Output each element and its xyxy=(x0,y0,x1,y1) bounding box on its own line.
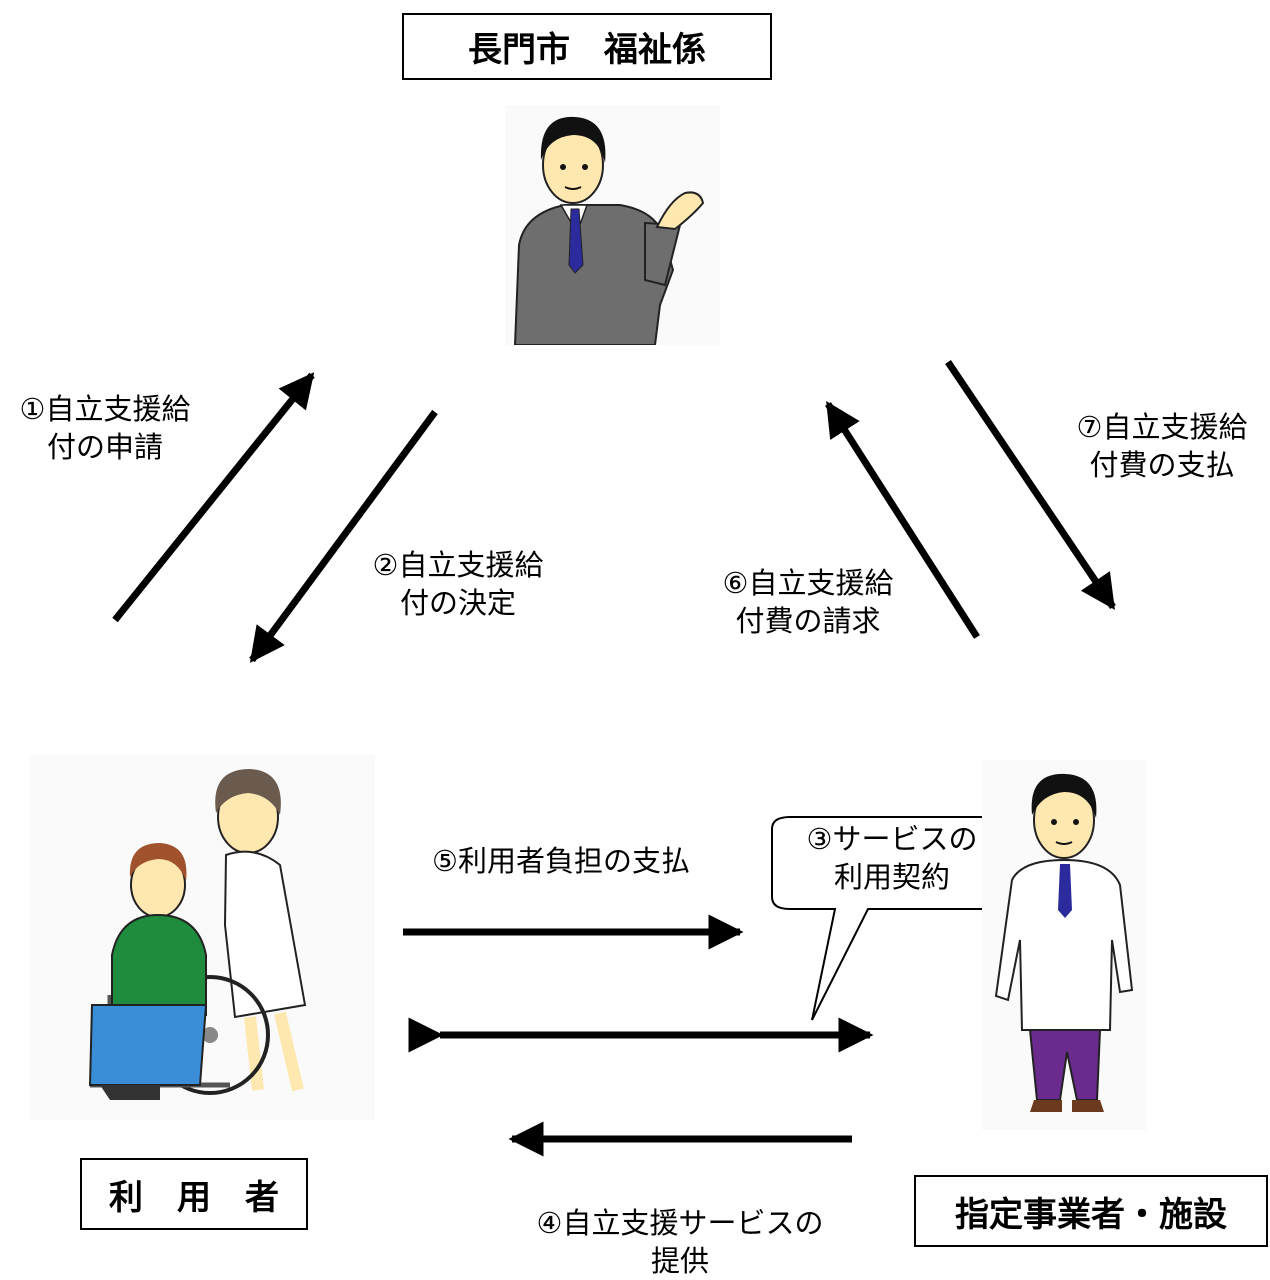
step2-label: ②自立支援給付の決定 xyxy=(372,548,544,620)
arrow-payment-to-provider xyxy=(945,360,1116,610)
official-figure xyxy=(505,105,720,345)
step7-label: ⑦自立支援給付費の支払 xyxy=(1076,410,1248,482)
step4-label: ④自立支援サービスの提供 xyxy=(536,1206,824,1278)
step6-label: ⑥自立支援給付費の請求 xyxy=(722,566,894,638)
wheelchair-user-with-nurse-figure xyxy=(30,755,375,1120)
doctor-figure xyxy=(982,760,1147,1130)
step1-label: ①自立支援給付の申請 xyxy=(19,392,191,464)
city-office-label: 長門市 福祉係 xyxy=(468,30,706,70)
provider-label: 指定事業者・施設 xyxy=(955,1194,1227,1235)
step5-label: ⑤利用者負担の支払 xyxy=(432,844,690,878)
arrow-application xyxy=(112,372,315,623)
user-label: 利 用 者 xyxy=(109,1177,279,1218)
provider-box: 指定事業者・施設 xyxy=(914,1175,1268,1247)
arrow-claim xyxy=(825,401,980,639)
city-office-box: 長門市 福祉係 xyxy=(402,13,772,80)
step3-label: ③サービスの利用契約 xyxy=(806,822,978,894)
user-box: 利 用 者 xyxy=(80,1158,308,1230)
arrow-decision xyxy=(249,409,438,663)
